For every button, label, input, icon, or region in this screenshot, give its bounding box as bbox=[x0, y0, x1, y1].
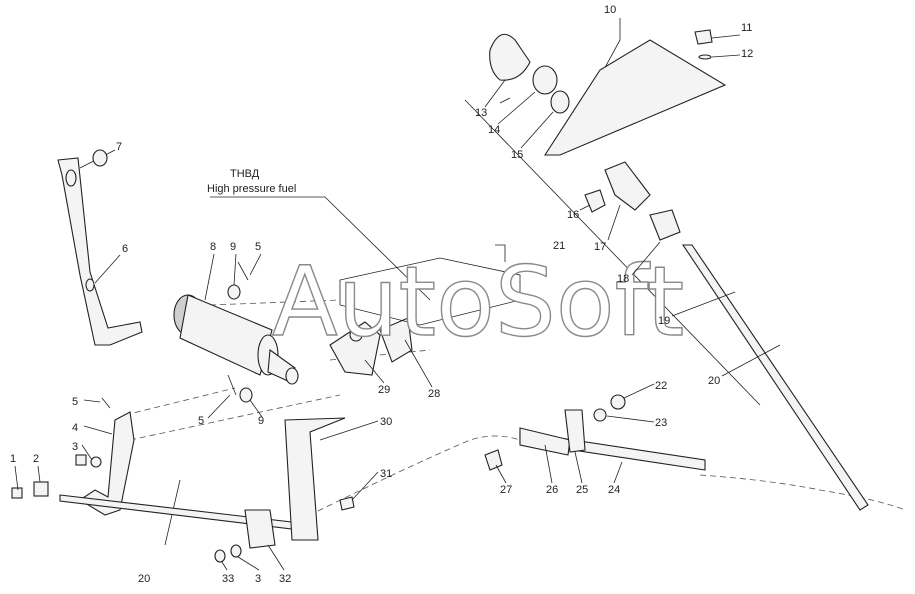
bracket-hole bbox=[65, 169, 77, 187]
part-label-7: 7 bbox=[116, 141, 122, 153]
nut-part-3 bbox=[75, 454, 87, 466]
label-leaders bbox=[14, 34, 781, 571]
part-label-31: 31 bbox=[380, 468, 392, 480]
part-label-28: 28 bbox=[428, 388, 440, 400]
part-labels: 1 2 3 3 4 5 5 5 6 7 8 9 9 10 11 12 13 14… bbox=[10, 4, 753, 585]
part-label-2: 2 bbox=[33, 453, 39, 465]
part-label-19: 19 bbox=[658, 315, 670, 327]
part-label-15: 15 bbox=[511, 149, 523, 161]
part-label-5: 5 bbox=[255, 241, 261, 253]
part-label-26: 26 bbox=[546, 484, 558, 496]
part-label-13: 13 bbox=[475, 107, 487, 119]
plate-part-29 bbox=[329, 321, 381, 376]
part-label-9: 9 bbox=[230, 241, 236, 253]
part-label-5: 5 bbox=[198, 415, 204, 427]
nut-part-22 bbox=[610, 394, 626, 410]
part-label-8: 8 bbox=[210, 241, 216, 253]
cable-part-19 bbox=[681, 244, 869, 511]
cylinder-part-8 bbox=[173, 294, 299, 385]
leader-lines bbox=[79, 18, 761, 546]
part-label-20: 20 bbox=[708, 375, 720, 387]
nut-part-18 bbox=[649, 209, 681, 241]
part-label-27: 27 bbox=[500, 484, 512, 496]
part-label-10: 10 bbox=[604, 4, 616, 16]
bolt-part-11 bbox=[694, 29, 713, 45]
part-label-21: 21 bbox=[553, 240, 565, 252]
part-label-4: 4 bbox=[72, 422, 78, 434]
cotter-pin-part-5 bbox=[101, 397, 111, 409]
part-label-3: 3 bbox=[72, 441, 78, 453]
washer-part-9 bbox=[227, 284, 241, 300]
part-label-5: 5 bbox=[72, 396, 78, 408]
bracket-part-6 bbox=[57, 157, 143, 346]
part-label-6: 6 bbox=[122, 243, 128, 255]
bracket-part-26 bbox=[519, 427, 571, 456]
part-label-23: 23 bbox=[655, 417, 667, 429]
bracket-part-30 bbox=[284, 417, 346, 541]
bolt-part-27 bbox=[484, 449, 503, 471]
cotter-pin-part-5 bbox=[237, 261, 249, 281]
bolt-part-31 bbox=[339, 496, 355, 511]
dashed-guide-lines bbox=[124, 299, 906, 521]
part-label-24: 24 bbox=[608, 484, 620, 496]
nut-part-14 bbox=[532, 65, 558, 95]
washer-part-15 bbox=[550, 90, 570, 114]
pump-housing-outline bbox=[339, 257, 521, 326]
clamp-part-2 bbox=[33, 481, 49, 497]
part-label-20: 20 bbox=[138, 573, 150, 585]
plate-part-10 bbox=[543, 39, 727, 156]
bracket-part-25 bbox=[564, 409, 586, 453]
lever-part-4 bbox=[78, 411, 135, 516]
bolt-part-16 bbox=[584, 189, 606, 213]
part-label-14: 14 bbox=[488, 124, 500, 136]
washer-part-12 bbox=[698, 54, 712, 60]
knob-part-13 bbox=[489, 33, 531, 81]
watermark-logo: AutoSoft bbox=[272, 246, 684, 358]
part-label-12: 12 bbox=[741, 48, 753, 60]
fitting-part-17 bbox=[604, 161, 651, 211]
nut-part-33 bbox=[214, 549, 226, 563]
part-label-11: 11 bbox=[741, 22, 752, 34]
part-label-16: 16 bbox=[567, 209, 579, 221]
part-label-33: 33 bbox=[222, 573, 234, 585]
part-label-30: 30 bbox=[380, 416, 392, 428]
part-label-1: 1 bbox=[10, 453, 16, 465]
part-label-29: 29 bbox=[378, 384, 390, 396]
washer-part-7 bbox=[92, 149, 108, 167]
washer-part-23 bbox=[593, 408, 607, 422]
bolt-part-1 bbox=[11, 487, 23, 499]
washer-part-3 bbox=[90, 456, 102, 468]
part-label-3: 3 bbox=[255, 573, 261, 585]
bracket-part-32 bbox=[244, 509, 276, 549]
washer-part-9 bbox=[239, 387, 253, 403]
pump-title-ru: ТНВД bbox=[230, 168, 260, 180]
pump-title-en: High pressure fuel bbox=[207, 183, 296, 195]
part-label-22: 22 bbox=[655, 380, 667, 392]
part-label-32: 32 bbox=[279, 573, 291, 585]
bracket-hole bbox=[85, 278, 95, 292]
part-label-18: 18 bbox=[617, 273, 629, 285]
part-label-25: 25 bbox=[576, 484, 588, 496]
cotter-pin-part-5 bbox=[227, 374, 237, 396]
part-label-17: 17 bbox=[594, 241, 606, 253]
washer-part-3 bbox=[230, 544, 242, 558]
part-label-9: 9 bbox=[258, 415, 264, 427]
lever-part-28 bbox=[379, 317, 413, 363]
